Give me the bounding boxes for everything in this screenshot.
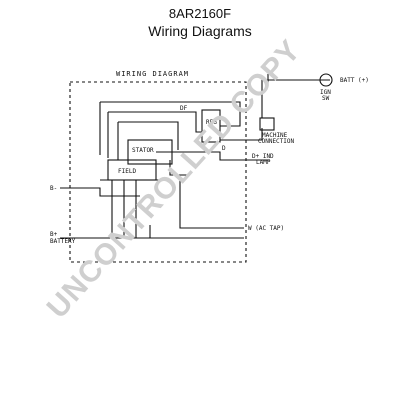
batt-label: BATT (+) [340, 77, 369, 84]
stator-label: STATOR [132, 147, 154, 154]
field-label: FIELD [118, 168, 136, 175]
page-subtitle: Wiring Diagrams [148, 23, 252, 39]
d-branch [169, 160, 190, 176]
ac-tap-label: W (AC TAP) [248, 225, 284, 232]
part-number: 8AR2160F [168, 6, 232, 21]
diode-bridge [100, 179, 170, 225]
ind-lamp-label-1: D+ IND [252, 153, 274, 160]
machine-label-1: MACHINE [262, 132, 288, 139]
field-wire [117, 121, 179, 160]
ground-links [111, 225, 151, 238]
regulator-wire [99, 101, 241, 155]
b-minus-label: B- [50, 185, 57, 192]
ign-label-2: SW [322, 95, 330, 102]
d-wire [156, 151, 270, 161]
ac-tap-wire [179, 180, 244, 229]
df-wire [107, 111, 202, 158]
d-label: D [222, 145, 226, 152]
b-plus-label-2: BATTERY [50, 238, 76, 245]
diagram-enclosure [69, 81, 247, 263]
ign-label-1: IGN [320, 89, 331, 96]
reg-label: REG [206, 119, 217, 126]
df-label: DF [180, 105, 188, 112]
b-minus-wire [60, 187, 140, 197]
ign-switch [319, 73, 333, 87]
machine-connection-box [259, 117, 275, 131]
machine-label-2: CONNECTION [258, 138, 295, 145]
header: 8AR2160F Wiring Diagrams [0, 6, 400, 40]
batt-wire [261, 74, 330, 118]
box-title: WIRING DIAGRAM [116, 70, 189, 78]
ind-lamp-label-2: LAMP [256, 159, 271, 166]
machine-wire [220, 128, 263, 141]
b-plus-label-1: B+ [50, 231, 58, 238]
